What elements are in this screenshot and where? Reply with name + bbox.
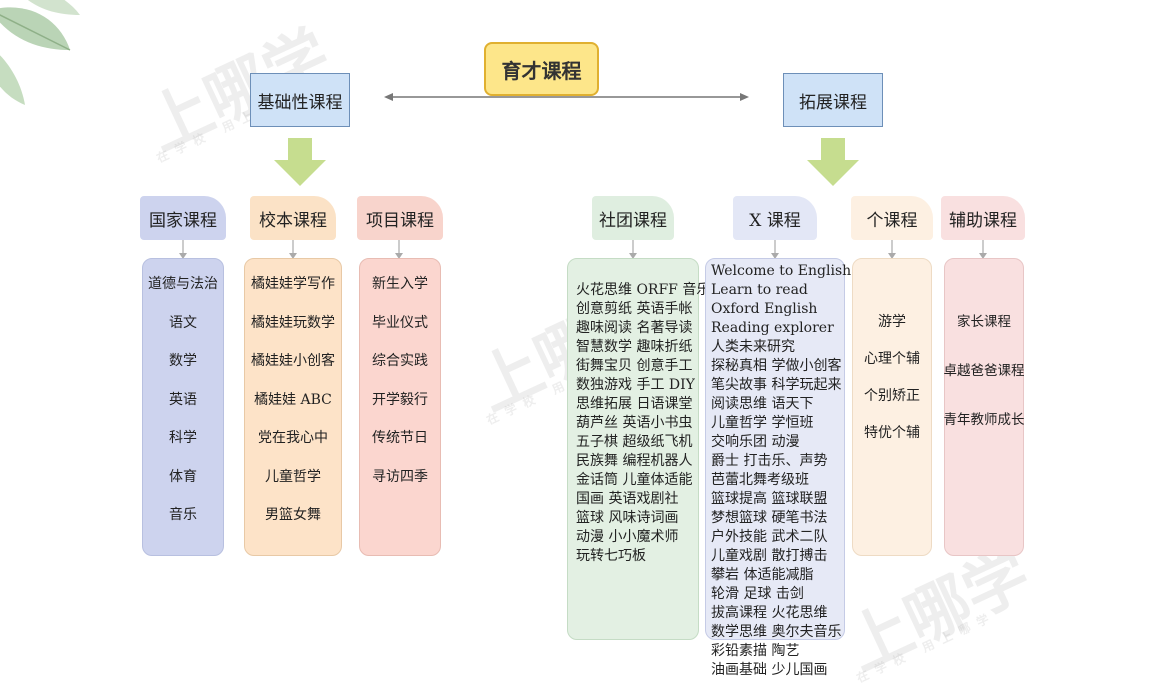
list-item: 创意剪纸 英语手帐: [576, 301, 693, 317]
list-item: 科学: [169, 430, 197, 446]
list-item: 民族舞 编程机器人: [576, 453, 693, 469]
list-item: 梦想篮球 硬笔书法: [711, 510, 828, 526]
list-item: 橘娃娃 ABC: [254, 391, 332, 408]
list-item: 儿童戏剧 散打搏击: [711, 548, 828, 564]
down-arrow-icon: [274, 138, 326, 186]
list-item: 攀岩 体适能减脂: [711, 567, 814, 583]
panel-x-course: Welcome to English Learn to read Oxford …: [705, 258, 851, 678]
list-item: 玩转七巧板: [576, 548, 646, 564]
list-item: 家长课程: [957, 314, 1011, 330]
list-item: 交响乐团 动漫: [711, 434, 800, 450]
list-item: 轮滑 足球 击剑: [711, 586, 804, 602]
list-item: 笔尖故事 科学玩起来: [711, 377, 842, 393]
x-course-list: Welcome to English Learn to read Oxford …: [706, 262, 851, 680]
connector-arrow: [179, 240, 187, 259]
list-item: 儿童哲学: [265, 468, 321, 485]
list-item: 心理个辅: [864, 351, 920, 367]
list-item: 油画基础 少儿国画: [711, 662, 828, 678]
list-item: 橘娃娃学写作: [251, 276, 335, 292]
basic-course-node: 基础性课程: [250, 73, 350, 127]
connector-arrow: [771, 240, 779, 259]
list-item: 数独游戏 手工 DIY: [576, 377, 695, 393]
panel-school-course: 橘娃娃学写作 橘娃娃玩数学 橘娃娃小创客 橘娃娃 ABC 党在我心中 儿童哲学 …: [244, 258, 342, 556]
tab-national-course: 国家课程: [140, 196, 226, 240]
panel-individual-course: 游学 心理个辅 个别矫正 特优个辅: [852, 258, 932, 556]
list-item: 语文: [169, 314, 197, 331]
panel-project-course: 新生入学 毕业仪式 综合实践 开学毅行 传统节日 寻访四季: [359, 258, 441, 556]
list-item: 户外技能 武术二队: [711, 529, 828, 545]
double-arrow: [384, 93, 749, 101]
list-item: 智慧数学 趣味折纸: [576, 339, 693, 355]
watermark-sub: 在学校 用上哪学: [854, 608, 999, 686]
list-item: 金话筒 儿童体适能: [576, 472, 693, 488]
down-arrow-icon: [807, 138, 859, 186]
list-item: 人类未来研究: [711, 339, 795, 355]
list-item: 彩铅素描 陶艺: [711, 643, 800, 659]
list-item: 青年教师成长: [943, 412, 1025, 428]
tab-club-course: 社团课程: [592, 196, 674, 240]
leaf-decoration: [0, 0, 80, 105]
club-list: 火花思维 ORFF 音乐 创意剪纸 英语手帐 趣味阅读 名著导读 智慧数学 趣味…: [568, 281, 710, 566]
list-item: 新生入学: [372, 276, 428, 292]
list-item: 趣味阅读 名著导读: [576, 320, 693, 336]
list-item: 篮球提高 篮球联盟: [711, 491, 828, 507]
list-item: 火花思维 ORFF 音乐: [576, 282, 711, 298]
list-item: 卓越爸爸课程: [943, 363, 1025, 379]
list-item: 数学: [169, 353, 197, 369]
list-item: 儿童哲学 学恒班: [711, 415, 814, 431]
list-item: Reading explorer: [711, 320, 834, 336]
tab-x-course: X 课程: [733, 196, 817, 240]
list-item: Oxford English: [711, 301, 818, 317]
tab-auxiliary-course: 辅助课程: [941, 196, 1025, 240]
panel-club-course: 火花思维 ORFF 音乐 创意剪纸 英语手帐 趣味阅读 名著导读 智慧数学 趣味…: [567, 258, 710, 640]
list-item: 游学: [878, 314, 906, 330]
list-item: 拔高课程 火花思维: [711, 605, 828, 621]
list-item: 葫芦丝 英语小书虫: [576, 415, 693, 431]
list-item: Learn to read: [711, 282, 808, 298]
connector-arrow: [979, 240, 987, 259]
tab-project-course: 项目课程: [357, 196, 443, 240]
connector-arrow: [629, 240, 637, 259]
list-item: 篮球 风味诗词画: [576, 510, 679, 526]
list-item: 动漫 小小魔术师: [576, 529, 679, 545]
list-item: 男篮女舞: [265, 507, 321, 523]
list-item: 毕业仪式: [372, 314, 428, 331]
list-item: 音乐: [169, 507, 197, 523]
connector-arrow: [289, 240, 297, 259]
list-item: 思维拓展 日语课堂: [576, 396, 693, 412]
list-item: 五子棋 超级纸飞机: [576, 434, 693, 450]
list-item: Welcome to English: [711, 263, 852, 279]
list-item: 街舞宝贝 创意手工: [576, 358, 693, 374]
list-item: 橘娃娃小创客: [251, 353, 335, 369]
list-item: 党在我心中: [258, 430, 328, 446]
tab-school-course: 校本课程: [250, 196, 336, 240]
list-item: 特优个辅: [864, 425, 920, 441]
list-item: 英语: [169, 391, 197, 408]
extended-course-node: 拓展课程: [783, 73, 883, 127]
list-item: 综合实践: [372, 353, 428, 369]
list-item: 传统节日: [372, 430, 428, 446]
connector-arrow: [395, 240, 403, 259]
list-item: 阅读思维 语天下: [711, 396, 814, 412]
list-item: 爵士 打击乐、声势: [711, 453, 828, 469]
tab-individual-course: 个课程: [851, 196, 933, 240]
list-item: 寻访四季: [372, 468, 428, 485]
list-item: 开学毅行: [372, 391, 428, 408]
list-item: 数学思维 奥尔夫音乐: [711, 624, 842, 640]
list-item: 橘娃娃玩数学: [251, 314, 335, 331]
panel-national-course: 道德与法治 语文 数学 英语 科学 体育 音乐: [142, 258, 224, 556]
connector-arrow: [888, 240, 896, 259]
root-title: 育才课程: [484, 42, 599, 96]
list-item: 个别矫正: [864, 388, 920, 404]
panel-auxiliary-course: 家长课程 卓越爸爸课程 青年教师成长: [943, 258, 1025, 556]
list-item: 芭蕾北舞考级班: [711, 472, 809, 488]
list-item: 探秘真相 学做小创客: [711, 358, 842, 374]
list-item: 道德与法治: [148, 276, 218, 292]
list-item: 体育: [169, 468, 197, 485]
list-item: 国画 英语戏剧社: [576, 491, 679, 507]
